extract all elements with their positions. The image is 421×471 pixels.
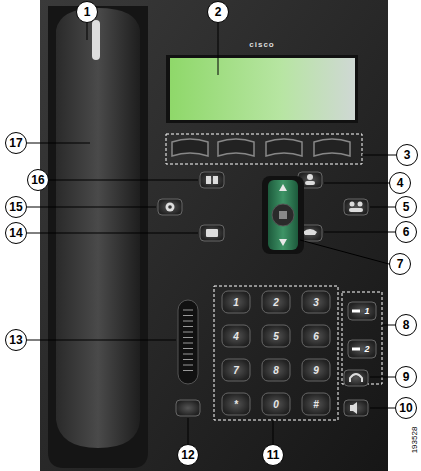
keypad-key [302, 359, 330, 381]
callout-number: 14 [5, 222, 27, 244]
keypad-digit: 8 [273, 365, 279, 376]
display-screen [170, 58, 355, 120]
keypad [222, 291, 330, 415]
keypad-key [302, 325, 330, 347]
keypad-key [222, 359, 250, 381]
keypad-key [222, 325, 250, 347]
keypad-digit: 9 [313, 365, 319, 376]
callout-number: 10 [395, 397, 417, 419]
mute-button [176, 400, 200, 416]
keypad-digit: 3 [313, 297, 319, 308]
keypad-digit: 7 [233, 365, 239, 376]
line-key-number: 2 [364, 344, 369, 354]
callout-number: 11 [262, 444, 284, 466]
keypad-key [262, 291, 290, 313]
phone-body [40, 0, 388, 471]
keypad-key [222, 291, 250, 313]
navigation-pad [268, 180, 298, 250]
callout-number: 3 [396, 144, 418, 166]
callout-number: 13 [5, 329, 27, 351]
keypad-digit: 2 [273, 297, 279, 308]
keypad-group [214, 286, 338, 420]
handset-light-strip [92, 20, 100, 60]
callout-number: 5 [395, 196, 417, 218]
callout-number: 1 [76, 1, 98, 23]
keypad-key [302, 393, 330, 415]
keypad-digit: # [313, 399, 319, 410]
keypad-digit: * [234, 399, 238, 410]
handset [56, 8, 140, 448]
keypad-key [222, 393, 250, 415]
callout-number: 17 [5, 132, 27, 154]
keypad-key [262, 393, 290, 415]
keypad-digit: 5 [273, 331, 279, 342]
keypad-digit: 1 [233, 297, 239, 308]
speaker-button [344, 400, 368, 416]
callout-number: 9 [395, 366, 417, 388]
keypad-digit: 4 [233, 331, 239, 342]
softkeys-group [166, 134, 362, 164]
volume-button [178, 300, 198, 384]
keypad-key [302, 291, 330, 313]
callout-number: 8 [395, 314, 417, 336]
callout-number: 2 [207, 1, 229, 23]
figure-number: 193528 [410, 427, 419, 454]
callout-number: 4 [389, 172, 411, 194]
callout-number: 16 [27, 169, 49, 191]
keypad-digit: 0 [273, 399, 279, 410]
keypad-key [262, 325, 290, 347]
line-key-number: 1 [364, 306, 369, 316]
brand-logo: cisco [249, 40, 274, 49]
headset-button [344, 370, 368, 386]
select-button [272, 204, 294, 226]
leader-lines [27, 22, 396, 444]
callout-number: 7 [389, 253, 411, 275]
volume-ridges [183, 310, 193, 371]
keypad-digit: 6 [313, 331, 319, 342]
callout-number: 12 [177, 444, 199, 466]
callout-number: 15 [5, 196, 27, 218]
callout-number: 6 [395, 221, 417, 243]
softkeys [172, 139, 350, 156]
keypad-key [262, 359, 290, 381]
